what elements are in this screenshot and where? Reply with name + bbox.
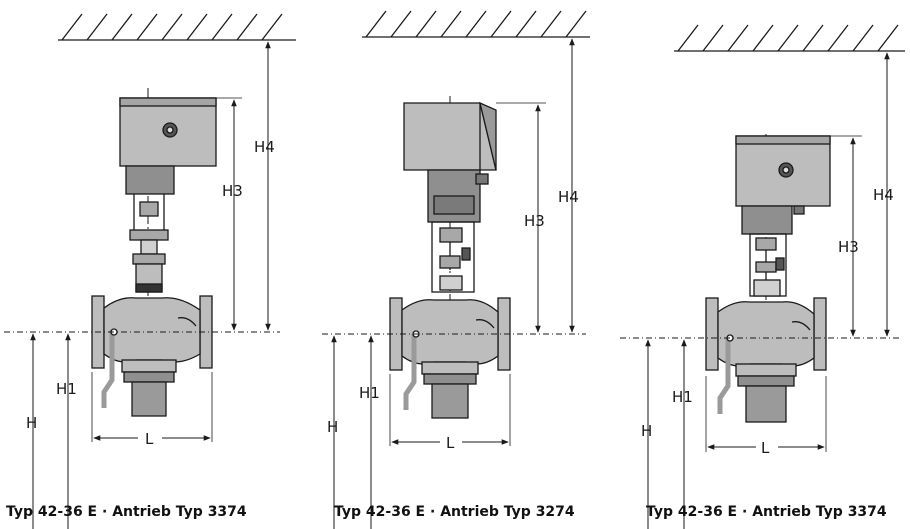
bonnet-1 <box>132 239 166 293</box>
label-h: H <box>26 414 37 432</box>
variant-2: H4 H3 H1 H L Typ 42-36 E · Antrieb Typ 3… <box>322 10 590 529</box>
valve-body-1 <box>91 295 213 417</box>
ceiling-hatch-3 <box>674 24 905 52</box>
actuator-3374-b <box>735 135 831 297</box>
caption-1: Typ 42-36 E · Antrieb Typ 3374 <box>6 504 247 520</box>
label-h4: H4 <box>254 138 275 156</box>
valve-body-2 <box>389 297 511 419</box>
variant-3: H4 H3 H1 H L Typ 42-36 E · Antrieb Typ 3… <box>620 24 905 529</box>
caption-3: Typ 42-36 E · Antrieb Typ 3374 <box>646 504 887 520</box>
label-h3-3: H3 <box>838 238 859 256</box>
label-l-2: L <box>446 434 455 452</box>
actuator-3274 <box>403 101 497 293</box>
label-h1-3: H1 <box>672 388 693 406</box>
label-h1: H1 <box>56 380 77 398</box>
label-h3-2: H3 <box>524 212 545 230</box>
label-h4-3: H4 <box>873 186 894 204</box>
label-l: L <box>145 430 154 448</box>
label-h3: H3 <box>222 182 243 200</box>
label-h-2: H <box>327 418 338 436</box>
actuator-3374-a <box>119 97 217 241</box>
caption-2: Typ 42-36 E · Antrieb Typ 3274 <box>334 504 575 520</box>
variant-1: H4 H3 H1 H L Typ 42-36 E · Antrieb Typ 3… <box>4 13 296 529</box>
ceiling-hatch-2 <box>362 10 590 38</box>
label-h4-2: H4 <box>558 188 579 206</box>
label-h-3: H <box>641 422 652 440</box>
valve-body-3 <box>705 297 827 423</box>
label-h1-2: H1 <box>359 384 380 402</box>
label-l-3: L <box>761 439 770 457</box>
ceiling-hatch-1 <box>58 13 296 41</box>
